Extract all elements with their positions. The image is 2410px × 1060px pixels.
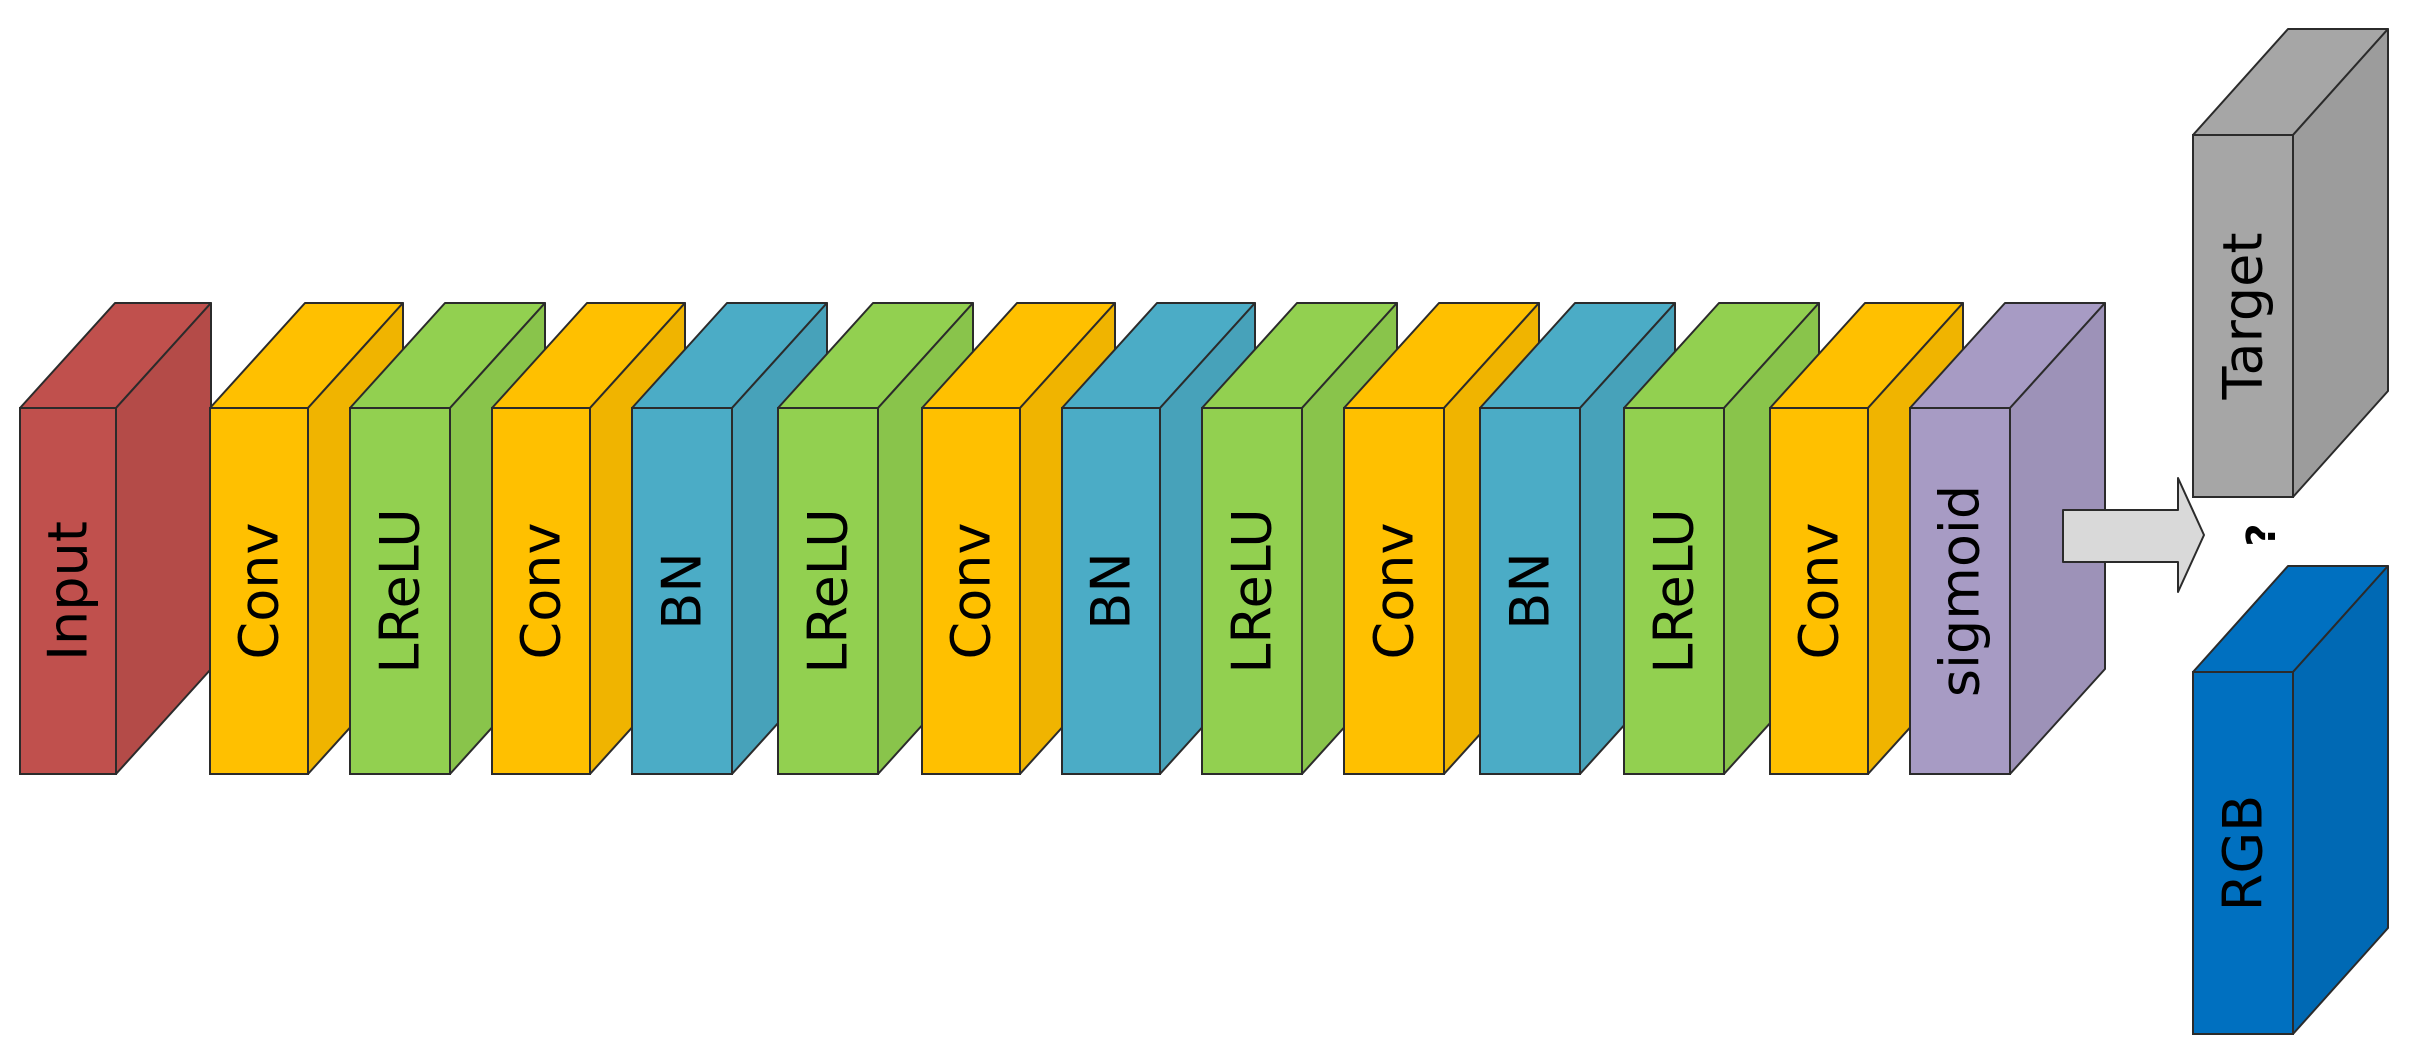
layer-block-9-conv-label: Conv	[1363, 523, 1426, 660]
block-front-face	[1061, 407, 1161, 775]
layer-block-4-bn-label: BN	[651, 552, 714, 629]
layer-block-13-sigmoid-label: sigmoid	[1929, 485, 1992, 697]
output-target-block-label: Target	[2212, 232, 2275, 400]
block-front-face	[631, 407, 733, 775]
output-rgb-block: RGB	[2192, 565, 2389, 1035]
block-front-face	[1769, 407, 1869, 775]
input-block-label: Input	[37, 521, 100, 661]
block-front-face	[921, 407, 1021, 775]
layer-block-10-bn-label: BN	[1499, 552, 1562, 629]
layer-block-2-lrelu-label: LReLU	[369, 508, 432, 673]
output-target-block: Target	[2192, 28, 2389, 498]
compare-symbol: ?	[2239, 523, 2285, 546]
layer-block-1-conv-label: Conv	[228, 523, 291, 660]
layer-block-3-conv-label: Conv	[510, 523, 573, 660]
layer-block-7-bn-label: BN	[1080, 552, 1143, 629]
output-arrow	[2062, 477, 2205, 593]
block-front-face	[1201, 407, 1303, 775]
block-front-face	[349, 407, 451, 775]
output-rgb-block-label: RGB	[2212, 795, 2275, 911]
block-front-face	[2192, 134, 2294, 498]
layer-stack: Input Conv LReLU Conv BN LReLU Conv BN LReLU Conv…	[19, 302, 2205, 775]
block-front-face	[1479, 407, 1581, 775]
layer-block-12-conv-label: Conv	[1788, 523, 1851, 660]
layer-block-6-conv-label: Conv	[940, 523, 1003, 660]
block-front-face	[209, 407, 309, 775]
block-front-face	[1909, 407, 2011, 775]
block-front-face	[2192, 671, 2294, 1035]
layer-block-8-lrelu-label: LReLU	[1221, 508, 1284, 673]
layer-block-5-lrelu-label: LReLU	[797, 508, 860, 673]
input-block: Input	[19, 302, 212, 775]
block-front-face	[1623, 407, 1725, 775]
block-front-face	[19, 407, 117, 775]
layer-block-13-sigmoid: sigmoid	[1909, 302, 2106, 775]
block-front-face	[491, 407, 591, 775]
layer-block-11-lrelu-label: LReLU	[1643, 508, 1706, 673]
block-front-face	[1343, 407, 1445, 775]
block-front-face	[777, 407, 879, 775]
